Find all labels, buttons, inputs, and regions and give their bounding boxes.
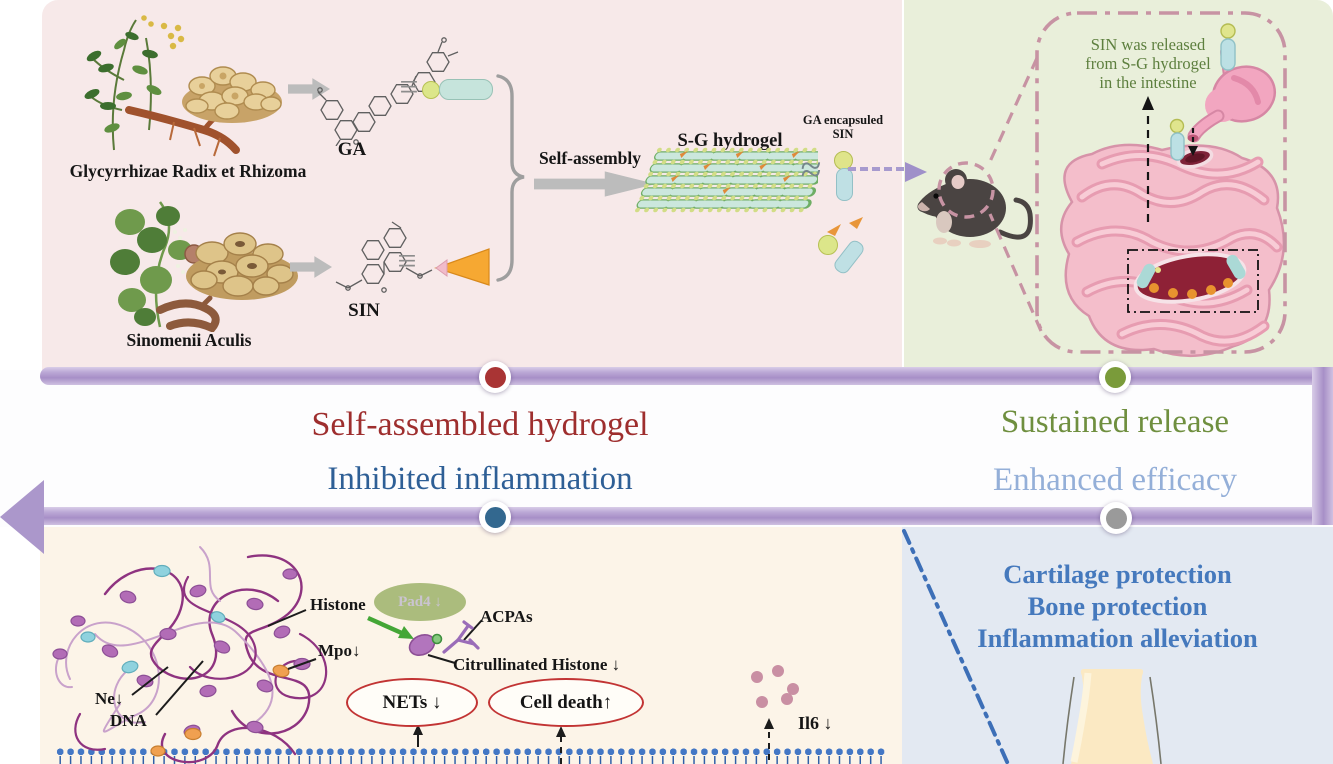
citrullination-illustration (367, 615, 480, 657)
encapsulated-sin-rod-icon (836, 168, 853, 201)
bone-illustration (1062, 669, 1162, 764)
delivery-arrowhead-icon (905, 162, 927, 182)
ga-rod-icon (439, 79, 493, 100)
sin-cone-icon (434, 248, 490, 286)
grouping-brace (496, 74, 525, 282)
magnified-region-box (1127, 249, 1259, 313)
dna-label: DNA (110, 711, 147, 730)
encapsulated-label: GA encapsuled SIN (778, 113, 908, 141)
encapsulated-label-line2: SIN (832, 127, 854, 141)
licorice-plant-illustration (84, 15, 240, 157)
release-overlay (937, 11, 1287, 354)
ga-molecule-label: GA (337, 139, 367, 160)
banner-left-arrowhead (0, 480, 44, 554)
citrullinated-histone-label: Citrullinated Histone ↓ (453, 655, 621, 674)
hydrogel-label: S-G hydrogel (677, 131, 783, 151)
il6-label: Il6 ↓ (798, 713, 833, 733)
approx-symbol: ≈ (800, 149, 822, 191)
release-caption-line3: in the intestine (1099, 73, 1197, 92)
outcome-overlay (902, 529, 1162, 764)
free-sin-cones-icon (827, 217, 863, 236)
banner-right-connector (1312, 367, 1333, 525)
dashed-callout-frame (1035, 11, 1287, 354)
mechanism-panel: Histone Mpo↓ Ne↓ DNA Pad4 ↓ ACPAs Citrul… (40, 527, 902, 764)
green-node-icon (1099, 361, 1131, 393)
synthesis-panel: GA Glycyrrhizae Radix et Rhizoma ≡ (42, 0, 904, 370)
outcome-panel: Cartilage protection Bone protection Inf… (902, 527, 1333, 764)
blue-node-icon (479, 501, 511, 533)
sin-molecule-label: SIN (348, 300, 380, 321)
outcome-line2: Bone protection (1027, 591, 1208, 621)
banner-enhanced: Enhanced efficacy (993, 462, 1237, 498)
sinomenium-slices-illustration (186, 232, 298, 300)
mpo-label: Mpo↓ (318, 641, 361, 660)
licorice-slices-illustration (182, 66, 282, 123)
nets-ellipse: NETs ↓ (346, 678, 478, 727)
plant2-label: Sinomenii Aculis (126, 330, 252, 350)
net-dna-tangle-illustration (52, 546, 328, 764)
self-assembly-label: Self-assembly (538, 148, 642, 168)
gi-tract-illustration (1060, 46, 1286, 357)
capsule-entering-intestine-icon (1170, 132, 1185, 161)
release-panel: SIN was released from S-G hydrogel in th… (904, 0, 1333, 370)
equivalence-symbol-sin: ≡ (397, 243, 417, 280)
histone-label: Histone (310, 595, 366, 614)
outcome-line1: Cartilage protection (1003, 559, 1232, 589)
hydrogel-lattice-illustration (635, 147, 818, 213)
sin-molecule-structure (335, 221, 433, 293)
red-node-icon (479, 361, 511, 393)
ga-molecule-structure (317, 37, 459, 146)
pad4-ellipse: Pad4 ↓ (374, 583, 466, 621)
equivalence-symbol-ga: ≡ (399, 69, 419, 106)
banner-inhibited: Inhibited inflammation (327, 461, 633, 497)
mouse-abdomen-callout-circle (937, 161, 995, 219)
mechanism-overlay (131, 609, 799, 764)
encapsulated-label-line1: GA encapsuled (802, 113, 884, 127)
banner-self-assembled: Self-assembled hydrogel (311, 406, 649, 443)
free-ga-ball-icon (818, 235, 838, 255)
delivery-dashed-line (848, 167, 904, 171)
banner-sustained: Sustained release (1000, 404, 1230, 440)
banner-top-bar (40, 367, 1333, 385)
mouse-illustration (917, 169, 1033, 248)
release-caption-line2: from S-G hydrogel (1085, 54, 1211, 73)
capsule-above-stomach-icon (1220, 38, 1236, 71)
cell-death-ellipse: Cell death↑ (488, 678, 644, 727)
ne-label: Ne↓ (95, 689, 124, 708)
gray-node-icon (1100, 502, 1132, 534)
banner-band (0, 370, 1333, 527)
acpas-label: ACPAs (480, 607, 533, 626)
ga-ball-icon (422, 81, 440, 99)
divider-dash-dot-line (902, 529, 1010, 764)
banner-bottom-bar (42, 507, 1333, 525)
plant1-label: Glycyrrhizae Radix et Rhizoma (69, 161, 307, 181)
outcome-line3: Inflammation alleviation (977, 623, 1258, 653)
release-caption-line1: SIN was released (1090, 35, 1206, 54)
cell-membrane-illustration (55, 747, 887, 764)
